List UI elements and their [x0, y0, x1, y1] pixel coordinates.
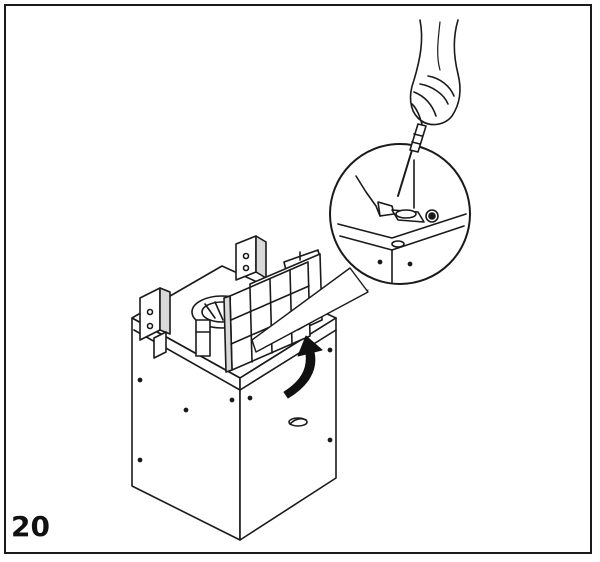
step-number: 20 — [11, 510, 50, 543]
mounting-bracket-back — [235, 235, 267, 281]
hand — [409, 19, 461, 126]
magnifier-wedge — [251, 267, 369, 353]
rotation-arrow — [283, 335, 323, 399]
screwdriver — [397, 123, 427, 197]
detail-view — [329, 143, 471, 285]
control-knob — [288, 417, 308, 427]
mounting-bracket-left — [139, 287, 171, 359]
